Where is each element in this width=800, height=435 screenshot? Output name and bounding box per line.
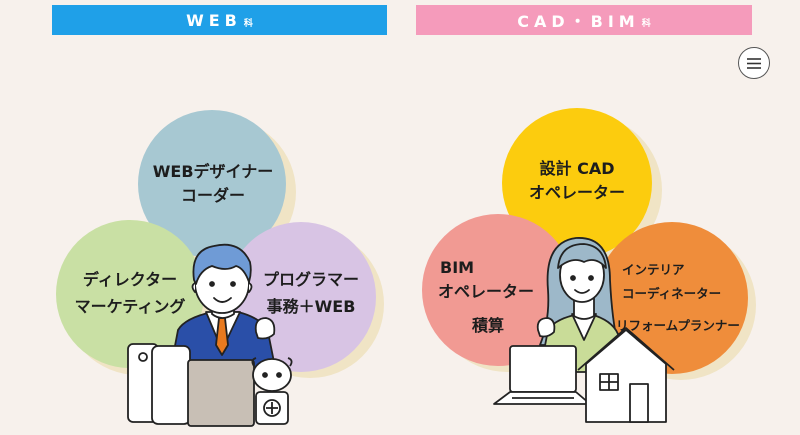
hamburger-menu-icon [747, 57, 761, 69]
web-programmer-label: プログラマー 事務＋WEB [262, 270, 359, 317]
interior-coordinator-label: インテリア コーディネーター リフォームプランナー [616, 262, 740, 333]
cad-operator-label: 設計 CAD オペレーター [528, 159, 625, 202]
cad-bim-course-banner[interactable]: CAD・BIM 科 [416, 5, 752, 35]
cad-banner-label: CAD・BIM [517, 12, 640, 31]
web-director-label: ディレクター マーケティング [74, 270, 186, 317]
web-banner-label: WEB [186, 10, 242, 30]
cad-banner-suffix: 科 [641, 18, 651, 29]
house-illustration [577, 327, 675, 423]
woman-illustration [536, 237, 623, 373]
tablet-illustration [151, 345, 191, 425]
man-in-suit-illustration [169, 243, 277, 373]
web-banner-suffix: 科 [243, 18, 253, 29]
laptop-back-illustration [187, 359, 255, 427]
web-course-banner[interactable]: WEB 科 [52, 5, 387, 35]
laptop-illustration [493, 345, 591, 405]
web-designer-label: WEBデザイナー コーダー [152, 162, 274, 205]
bim-operator-label: BIM オペレーター 積算 [438, 258, 535, 335]
menu-button[interactable] [738, 47, 770, 79]
robot-illustration [251, 357, 293, 425]
